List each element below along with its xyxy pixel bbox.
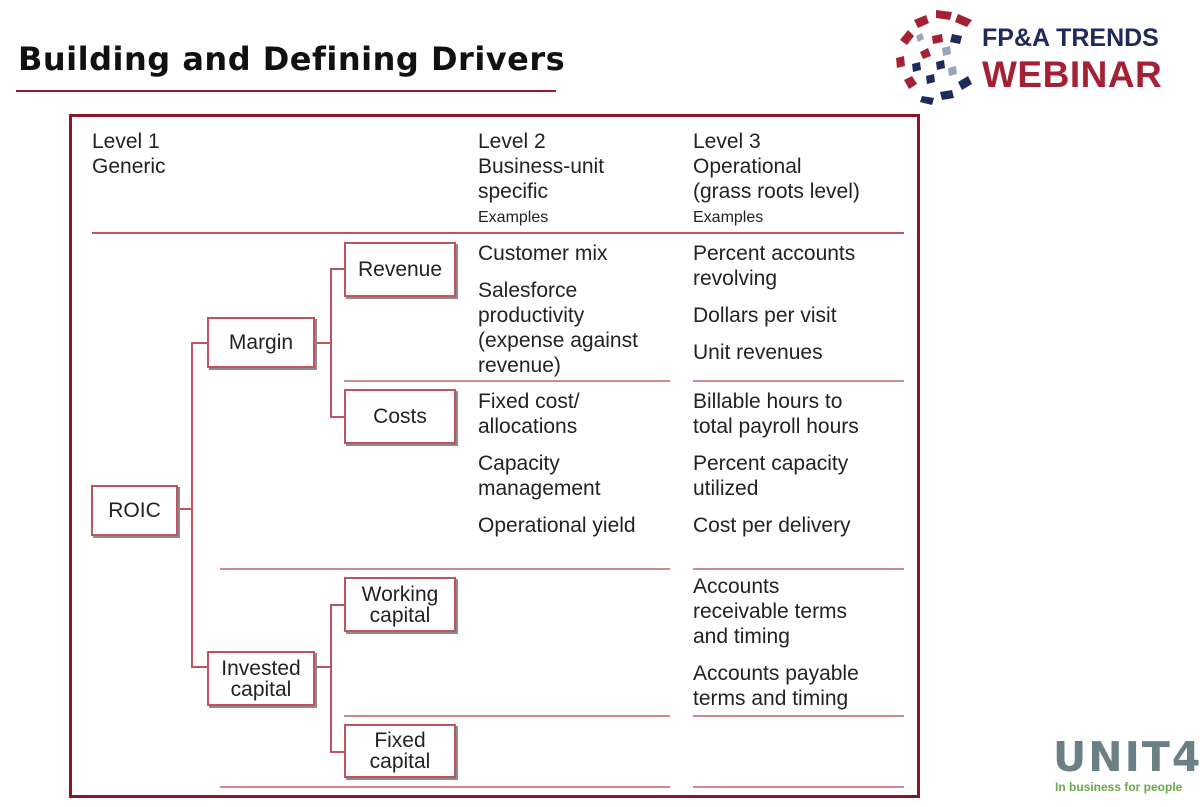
invested-capital-line-1: Invested: [221, 656, 301, 680]
l2-salesforce-line-3: (expense against: [478, 329, 638, 352]
l2-capacity-line-1: Capacity: [478, 452, 560, 475]
l3-accounts-receivable-line-1: Accounts: [693, 575, 780, 598]
title-underline: [16, 90, 556, 92]
level3-subtitle-2: (grass roots level): [693, 180, 860, 203]
working-capital-line-2: capital: [369, 603, 431, 627]
l3-billable-hours-line-2: total payroll hours: [693, 415, 859, 438]
level3-title: Level 3: [693, 130, 761, 153]
logo-line-1: FP&A TRENDS: [982, 24, 1159, 52]
fixed-capital-line-2: capital: [369, 750, 431, 773]
l3-percent-accounts-line-1: Percent accounts: [693, 242, 856, 265]
l2-salesforce-line-2: productivity: [478, 304, 585, 327]
fixed-capital-node: Fixed capital: [344, 724, 456, 778]
connector-to-revenue: [330, 268, 345, 270]
unit4-tagline: In business for people: [1055, 780, 1183, 794]
connector-roic-trunk: [178, 508, 192, 510]
roic-node: ROIC: [91, 485, 178, 536]
level2-title: Level 2: [478, 130, 546, 153]
connector-to-invested-capital: [191, 666, 208, 668]
l2-fixed-cost-line-2: allocations: [478, 415, 578, 438]
l2-salesforce-line-1: Salesforce: [478, 279, 578, 302]
l3-percent-capacity-line-1: Percent capacity: [693, 452, 849, 475]
connector-roic-vertical: [191, 342, 193, 667]
bottom-divider-l3: [693, 786, 904, 788]
header-divider: [92, 232, 904, 234]
invested-capital-line-2: capital: [230, 677, 292, 701]
connector-to-fixed-capital: [330, 751, 345, 753]
bottom-divider-l2: [220, 786, 670, 788]
l3-percent-accounts-line-2: revolving: [693, 267, 778, 290]
l3-billable-hours-line-1: Billable hours to: [693, 390, 843, 413]
working-capital-line-1: Working: [361, 582, 439, 606]
l2-capacity-line-2: management: [478, 477, 601, 500]
margin-node: Margin: [207, 317, 315, 368]
working-capital-node: Working capital: [344, 577, 456, 632]
connector-invested-trunk: [315, 666, 331, 668]
l3-accounts-receivable-line-3: and timing: [693, 625, 790, 648]
level3-examples-label: Examples: [693, 209, 764, 226]
diagram-frame: [69, 114, 920, 798]
unit4-logo: UNIT4 In business for people: [1053, 733, 1200, 794]
fixed-capital-line-1: Fixed: [374, 729, 426, 752]
page-title: Building and Defining Drivers: [18, 40, 566, 78]
connector-to-margin: [191, 342, 208, 344]
l3-dollars-per-visit: Dollars per visit: [693, 304, 837, 327]
l2-salesforce-line-4: revenue): [478, 354, 561, 377]
fpa-trends-emblem-icon: [896, 10, 972, 105]
section-divider-l3-revenue-costs: [693, 380, 904, 382]
level3-subtitle-1: Operational: [693, 155, 802, 178]
connector-margin-vertical: [330, 268, 332, 417]
fpa-trends-logo: FP&A TRENDS WEBINAR: [892, 6, 1182, 106]
l2-operational-yield: Operational yield: [478, 514, 636, 537]
costs-node: Costs: [344, 389, 456, 444]
l3-unit-revenues: Unit revenues: [693, 341, 823, 364]
revenue-node: Revenue: [344, 242, 456, 297]
level2-examples-label: Examples: [478, 209, 549, 226]
invested-capital-node: Invested capital: [207, 651, 315, 706]
level1-subtitle: Generic: [92, 155, 166, 178]
l2-fixed-cost-line-1: Fixed cost/: [478, 390, 580, 413]
connector-margin-trunk: [315, 342, 331, 344]
unit4-wordmark: UNIT4: [1053, 733, 1200, 781]
l3-percent-capacity-line-2: utilized: [693, 477, 759, 500]
connector-invested-vertical: [330, 604, 332, 752]
l3-accounts-payable-line-2: terms and timing: [693, 687, 849, 710]
logo-line-2: WEBINAR: [982, 54, 1163, 95]
level2-subtitle-2: specific: [478, 180, 549, 203]
l3-accounts-receivable-line-2: receivable terms: [693, 600, 848, 623]
section-divider-l3-working-fixed: [693, 715, 904, 717]
connector-to-costs: [330, 416, 345, 418]
connector-to-working-capital: [330, 604, 345, 606]
section-divider-l2-revenue-costs: [344, 380, 670, 382]
level1-title: Level 1: [92, 130, 160, 153]
section-divider-l3-margin-capital: [693, 568, 904, 570]
l2-customer-mix: Customer mix: [478, 242, 608, 265]
section-divider-l2-margin-capital: [220, 568, 670, 570]
section-divider-l2-working-fixed: [344, 715, 670, 717]
level2-subtitle-1: Business-unit: [478, 155, 605, 178]
l3-accounts-payable-line-1: Accounts payable: [693, 662, 859, 685]
l3-cost-per-delivery: Cost per delivery: [693, 514, 851, 537]
